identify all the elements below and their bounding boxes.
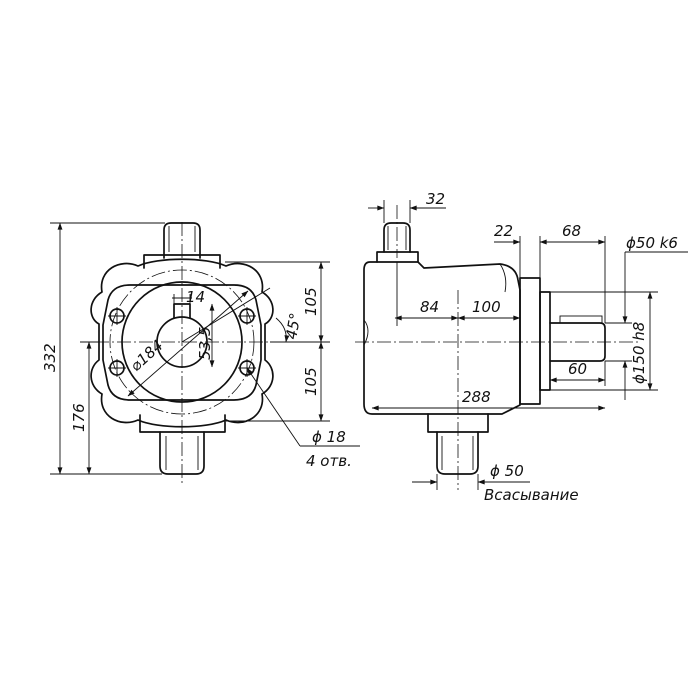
side-flange [519, 277, 541, 405]
side-body-detail-2 [499, 263, 507, 293]
hole-count-label: 4 отв. [306, 452, 352, 470]
overall-height-label: 332 [41, 343, 59, 372]
bolt-circle-centerline [109, 269, 255, 415]
hole-dia-label: ϕ 18 [312, 428, 346, 446]
angle-ray [181, 287, 271, 343]
side-shaft-key [559, 315, 603, 324]
key-width-dim-label: 14 [186, 288, 205, 306]
side-pilot [539, 291, 551, 391]
shaft-height-dim-label: 53,5 [196, 327, 214, 360]
hole-leader [246, 367, 301, 447]
side-view: 32 22 68 ϕ50 k6 ϕ150 h8 84 100 60 [355, 190, 688, 504]
inlet-dia-label: ϕ 50 [490, 462, 524, 480]
side-bottom-inlet [436, 431, 479, 475]
bottom-inlet-boss [159, 431, 205, 475]
angle-arc [275, 317, 290, 343]
inlet-label: Всасывание [484, 486, 579, 504]
mounting-flange [102, 284, 262, 401]
top-outlet-boss [163, 222, 201, 259]
dim-288-label: 288 [462, 388, 491, 406]
front-view: ⌀184 14 53,5 45° ϕ 18 4 отв. 105 105 332 [41, 222, 360, 485]
bottom-shoulder [139, 414, 226, 433]
shaft-dia-label: ϕ50 k6 [626, 234, 678, 252]
lower-105-label: 105 [302, 367, 320, 396]
side-body-detail [363, 319, 369, 346]
side-body-outline [363, 261, 521, 415]
shaft-length-label: 68 [562, 222, 581, 240]
front-body-outline [90, 258, 274, 428]
side-outlet-shoulder [376, 251, 419, 263]
dim-100-label: 100 [472, 298, 501, 316]
dim-84-label: 84 [420, 298, 439, 316]
angle-dim-label: 45° [282, 311, 304, 340]
pilot-dia-label: ϕ150 h8 [630, 322, 648, 384]
outlet-dia-label: 32 [426, 190, 445, 208]
dim-60-label: 60 [568, 360, 587, 378]
upper-105-label: 105 [302, 287, 320, 316]
flange-thickness-label: 22 [494, 222, 513, 240]
side-bottom-shoulder [427, 413, 489, 433]
top-shoulder [143, 254, 221, 269]
bolt-circle-diameter-line [127, 290, 249, 397]
base-height-label: 176 [70, 403, 88, 432]
